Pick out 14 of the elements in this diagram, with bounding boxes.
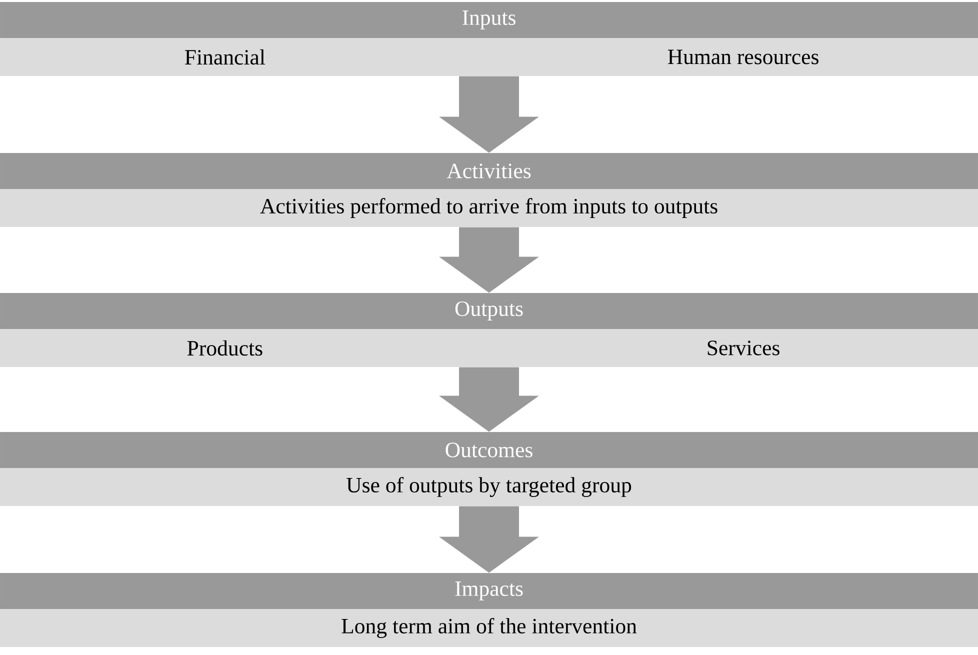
body-band: Activities performed to arrive from inputs to outputs [0,188,978,227]
header-band: Outputs [0,293,978,329]
block-arrow [439,367,539,432]
header-band: Inputs [0,2,978,38]
header-band: Activities [0,152,978,189]
header-band: Outcomes [0,432,978,468]
body-band: Long term aim of the intervention [0,608,978,647]
header-band: Impacts [0,572,978,609]
block-arrow [439,76,539,153]
body-band: Use of outputs by targeted group [0,468,978,506]
block-arrow [439,506,539,573]
body-band: Products Services [0,328,978,367]
block-arrow [439,227,539,293]
body-band: Financial Human resources [0,38,978,76]
